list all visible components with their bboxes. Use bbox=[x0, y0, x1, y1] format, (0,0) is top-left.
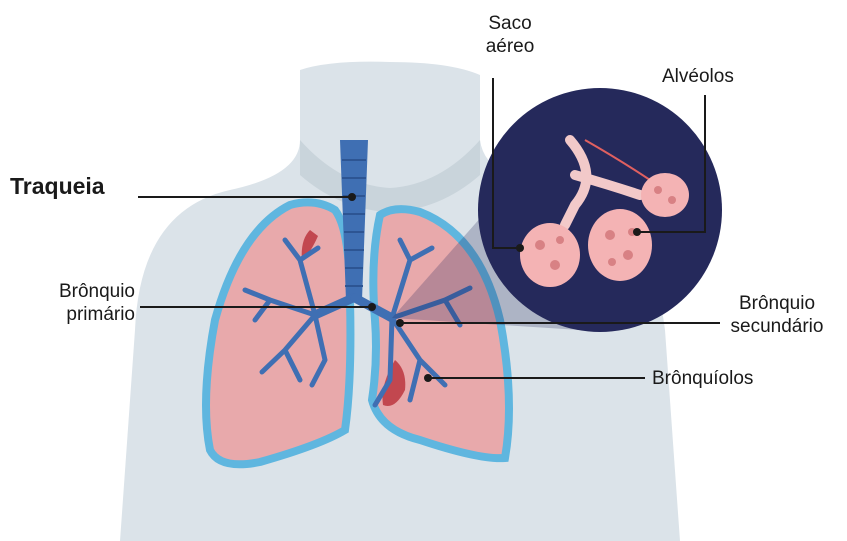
secondary-bronchus-line1: Brônquio bbox=[712, 292, 842, 315]
primary-bronchus-line2: primário bbox=[20, 303, 135, 326]
primary-bronchus-line1: Brônquio bbox=[20, 280, 135, 303]
secondary-bronchus-line2: secundário bbox=[712, 315, 842, 338]
primary-bronchus-label: Brônquio primário bbox=[20, 280, 135, 326]
alveoli-label: Alvéolos bbox=[662, 65, 734, 88]
secondary-bronchus-label: Brônquio secundário bbox=[712, 292, 842, 338]
inset-alveoli bbox=[478, 88, 722, 332]
bronchioles-label: Brônquíolos bbox=[652, 367, 753, 390]
trachea-label: Traqueia bbox=[10, 175, 105, 198]
air-sac-label: Saco aéreo bbox=[470, 12, 550, 58]
air-sac-line2: aéreo bbox=[470, 35, 550, 58]
air-sac-line1: Saco bbox=[470, 12, 550, 35]
